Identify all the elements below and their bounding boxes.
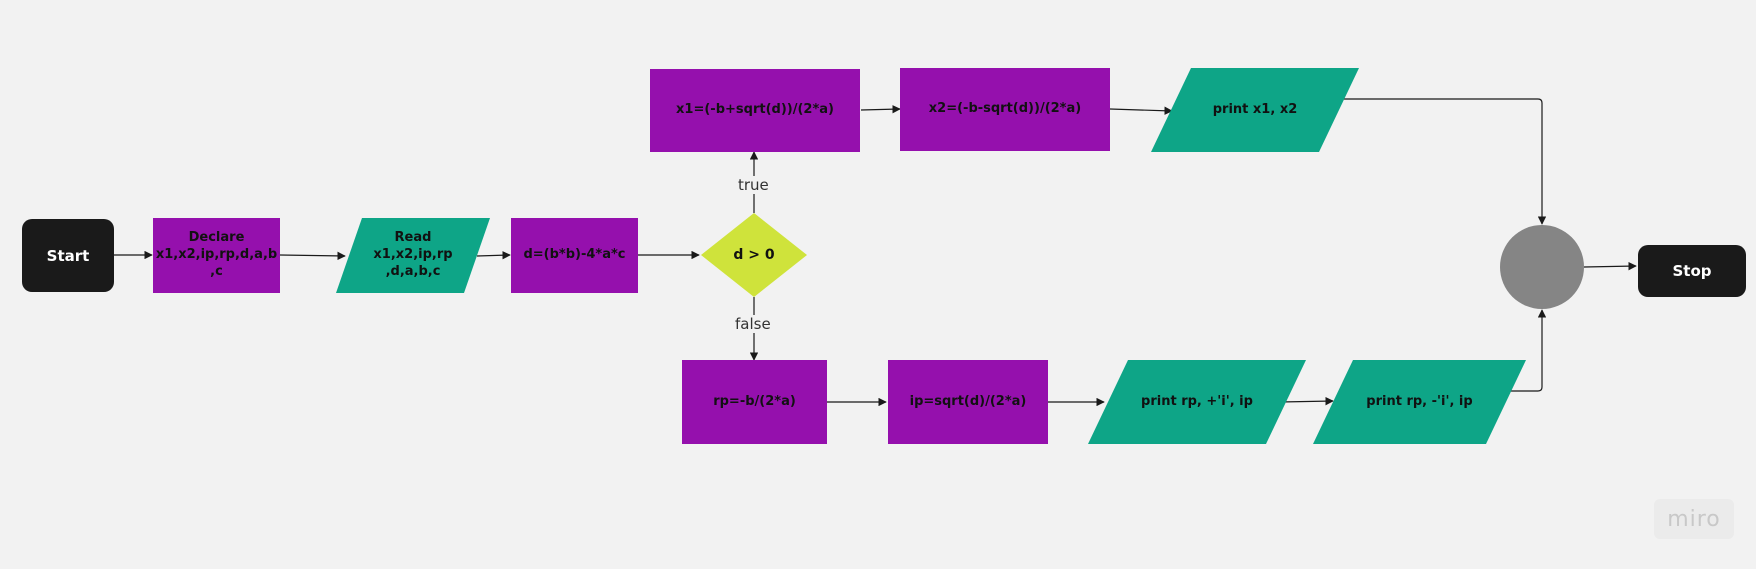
decision-shape <box>701 213 807 297</box>
ip-label: ip=sqrt(d)/(2*a) <box>909 393 1027 409</box>
x2-label: x2=(-b-sqrt(d))/(2*a) <box>928 101 1082 117</box>
print-minus-shape <box>1313 360 1526 444</box>
compute-d-label: d=(b*b)-4*a*c <box>523 247 626 263</box>
print-plus-output[interactable]: print rp, +'i', ip <box>1088 360 1306 444</box>
edge-junction-stop <box>1583 261 1637 271</box>
edge-read-compute <box>476 251 511 260</box>
print-plus-shape <box>1088 360 1306 444</box>
declare-label: Declare x1,x2,ip,rp,d,a,b ,c <box>155 230 278 279</box>
edge-printminus-junction <box>1510 309 1547 392</box>
edge-printx-junction <box>1342 98 1547 225</box>
ip-process[interactable]: ip=sqrt(d)/(2*a) <box>888 360 1048 444</box>
false-label: false <box>733 315 773 333</box>
merge-junction[interactable] <box>1500 225 1584 309</box>
x2-process[interactable]: x2=(-b-sqrt(d))/(2*a) <box>900 68 1110 151</box>
declare-process[interactable]: Declare x1,x2,ip,rp,d,a,b ,c <box>153 218 280 293</box>
stop-terminal[interactable]: Stop <box>1638 245 1746 297</box>
print-x-shape <box>1151 68 1359 152</box>
rp-process[interactable]: rp=-b/(2*a) <box>682 360 827 444</box>
print-plus-label: print rp, +'i', ip <box>1141 393 1253 409</box>
read-shape <box>336 218 490 293</box>
read-label: Read x1,x2,ip,rp ,d,a,b,c <box>373 230 453 279</box>
edge-x2-printx <box>1109 106 1173 115</box>
true-label: true <box>736 176 771 194</box>
start-label: Start <box>46 246 90 265</box>
decision-label: d > 0 <box>733 247 775 263</box>
start-terminal[interactable]: Start <box>22 219 114 292</box>
print-minus-output[interactable]: print rp, -'i', ip <box>1313 360 1526 444</box>
miro-watermark: miro <box>1654 499 1734 539</box>
edge-printplus-printminus <box>1279 396 1334 406</box>
stop-label: Stop <box>1672 262 1712 280</box>
x1-process[interactable]: x1=(-b+sqrt(d))/(2*a) <box>650 69 860 152</box>
x1-label: x1=(-b+sqrt(d))/(2*a) <box>676 102 834 118</box>
compute-d-process[interactable]: d=(b*b)-4*a*c <box>511 218 638 293</box>
edge-x1-x2 <box>860 104 901 114</box>
print-x-label: print x1, x2 <box>1212 101 1298 117</box>
decision-d-positive[interactable]: d > 0 <box>701 213 807 297</box>
edge-declare-read <box>279 251 346 261</box>
rp-label: rp=-b/(2*a) <box>713 393 796 409</box>
print-minus-label: print rp, -'i', ip <box>1366 393 1473 409</box>
print-x-output[interactable]: print x1, x2 <box>1151 68 1359 152</box>
read-input[interactable]: Read x1,x2,ip,rp ,d,a,b,c <box>336 218 490 293</box>
